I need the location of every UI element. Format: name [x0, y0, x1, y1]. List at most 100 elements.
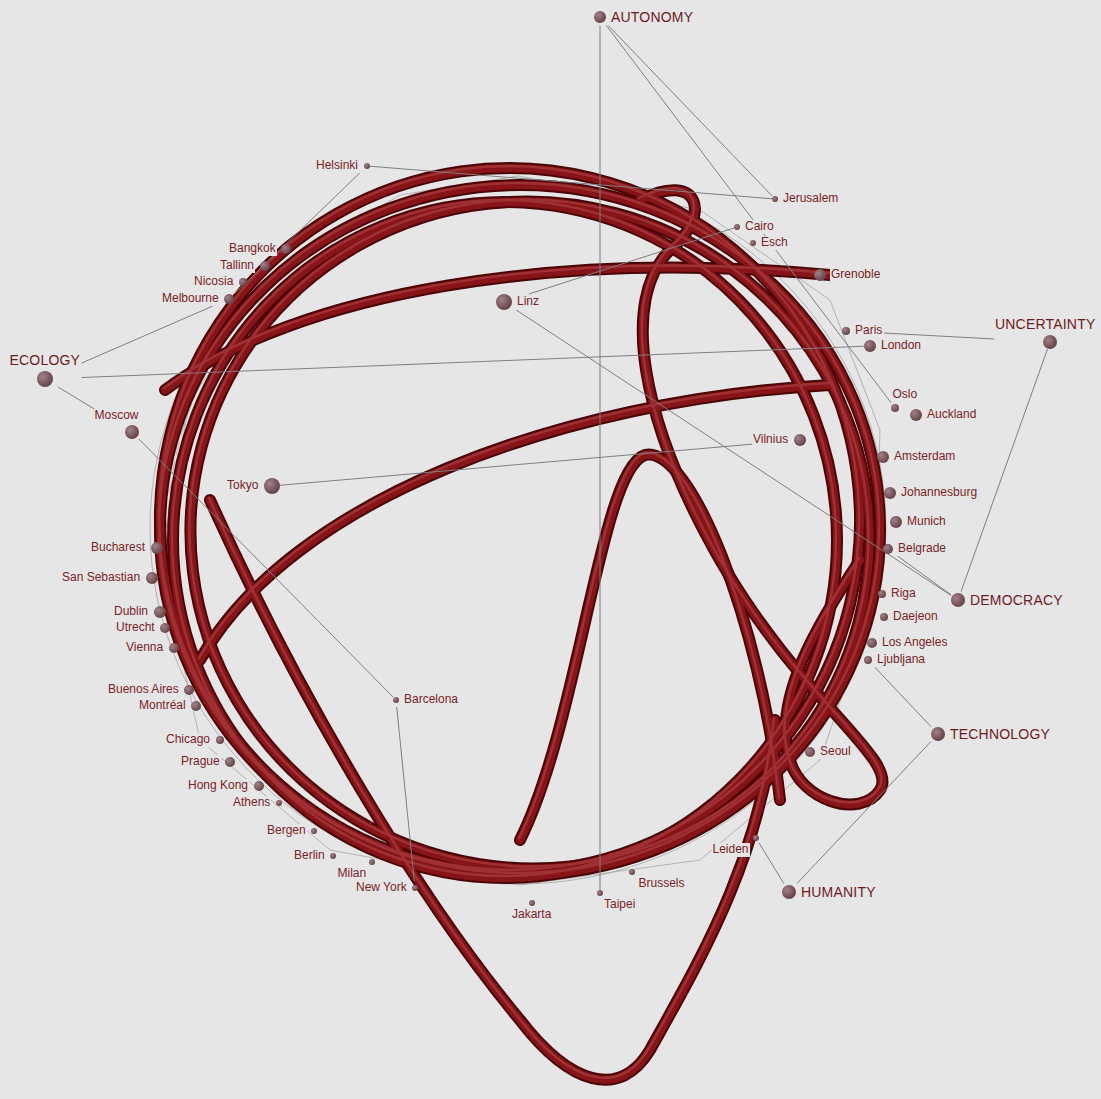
- city-label: Auckland: [926, 408, 977, 422]
- node-dot: [629, 869, 635, 875]
- city-node: London: [864, 339, 923, 353]
- node-dot: [883, 544, 893, 554]
- city-node: Bucharest: [90, 541, 163, 555]
- node-dot: [311, 828, 317, 834]
- node-dot: [393, 697, 399, 703]
- city-node: Seoul: [805, 745, 852, 759]
- node-dot: [814, 269, 826, 281]
- link-line: [82, 346, 865, 377]
- node-dot: [160, 623, 170, 633]
- node-dot: [880, 613, 888, 621]
- city-label: Hong Kong: [187, 779, 249, 793]
- node-dot: [842, 327, 850, 335]
- city-node: Jerusalem: [772, 192, 840, 206]
- city-node: Buenos Aires: [107, 683, 194, 697]
- node-dot: [281, 244, 291, 254]
- city-node: Cairo: [734, 220, 775, 234]
- link-line: [797, 741, 931, 883]
- city-node: New York: [355, 881, 418, 895]
- city-node: Prague: [180, 755, 235, 769]
- city-label: Amsterdam: [893, 450, 956, 464]
- node-dot: [884, 487, 896, 499]
- link-line: [370, 166, 772, 199]
- city-label: Vienna: [125, 641, 164, 655]
- city-label: Bergen: [266, 824, 307, 838]
- node-dot: [224, 294, 234, 304]
- node-dot: [216, 736, 224, 744]
- node-dot: [264, 478, 280, 494]
- concept-node: ECOLOGY: [9, 352, 82, 387]
- link-line: [961, 349, 1047, 592]
- city-label: Belgrade: [897, 542, 947, 556]
- city-node: Esch: [750, 236, 789, 250]
- node-dot: [184, 685, 194, 695]
- city-label: Oslo: [892, 388, 919, 402]
- city-node: Melbourne: [161, 292, 234, 306]
- city-node: Taipei: [597, 890, 637, 912]
- link-line: [139, 439, 393, 697]
- concept-label: AUTONOMY: [610, 9, 694, 25]
- link-line: [529, 228, 734, 294]
- node-dot: [151, 542, 163, 554]
- node-dot: [597, 890, 603, 896]
- city-node: Belgrade: [883, 542, 948, 556]
- node-dot: [191, 701, 201, 711]
- concept-label: DEMOCRACY: [969, 592, 1064, 608]
- city-node: Moscow: [94, 409, 141, 439]
- city-label: Jerusalem: [782, 192, 839, 206]
- city-label: Linz: [516, 295, 540, 309]
- city-node: Brussels: [629, 869, 687, 891]
- city-label: Vilnius: [752, 433, 789, 447]
- city-label: Nicosia: [193, 275, 234, 289]
- city-node: Los Angeles: [867, 636, 949, 650]
- city-label: Berlin: [293, 849, 326, 863]
- city-node: Bangkok: [228, 242, 291, 256]
- city-label: Tokyo: [226, 479, 259, 493]
- city-label: Buenos Aires: [107, 683, 180, 697]
- city-label: Moscow: [94, 409, 140, 423]
- city-node: Johannesburg: [884, 486, 979, 500]
- city-node: Chicago: [165, 733, 224, 747]
- node-dot: [891, 404, 899, 412]
- node-dot: [330, 853, 336, 859]
- node-dot: [529, 900, 535, 906]
- city-label: Prague: [180, 755, 221, 769]
- node-dot: [753, 835, 759, 841]
- city-label: Leiden: [712, 843, 750, 857]
- link-line: [82, 306, 213, 363]
- city-label: Helsinki: [315, 159, 359, 173]
- link-line: [875, 667, 931, 727]
- node-dot: [369, 859, 375, 865]
- concept-node: AUTONOMY: [594, 9, 695, 26]
- city-label: Chicago: [165, 733, 211, 747]
- node-dot: [878, 590, 886, 598]
- city-label: New York: [355, 881, 408, 895]
- city-node: Berlin: [293, 849, 336, 863]
- node-dot: [951, 593, 965, 607]
- city-node: Jakarta: [511, 900, 553, 922]
- city-node: Barcelona: [393, 693, 460, 707]
- node-dot: [864, 656, 872, 664]
- node-dot: [125, 425, 139, 439]
- city-node: Grenoble: [814, 268, 882, 282]
- city-node: Amsterdam: [877, 450, 957, 464]
- concept-label: HUMANITY: [800, 884, 877, 900]
- city-node: Dublin: [113, 605, 166, 619]
- city-node: San Sebastian: [61, 571, 158, 585]
- concept-node: TECHNOLOGY: [931, 726, 1052, 743]
- node-dot: [154, 606, 166, 618]
- city-label: Johannesburg: [900, 486, 978, 500]
- city-node: Nicosia: [193, 275, 247, 289]
- city-label: San Sebastian: [61, 571, 141, 585]
- city-node: Vienna: [125, 641, 179, 655]
- concept-node: HUMANITY: [782, 884, 877, 901]
- link-line: [58, 387, 94, 409]
- node-dot: [805, 747, 815, 757]
- city-node: Munich: [890, 515, 947, 529]
- city-node: Bergen: [266, 824, 317, 838]
- node-dot: [146, 572, 158, 584]
- city-label: Brussels: [638, 877, 686, 891]
- node-dot: [169, 643, 179, 653]
- city-label: Paris: [854, 324, 883, 338]
